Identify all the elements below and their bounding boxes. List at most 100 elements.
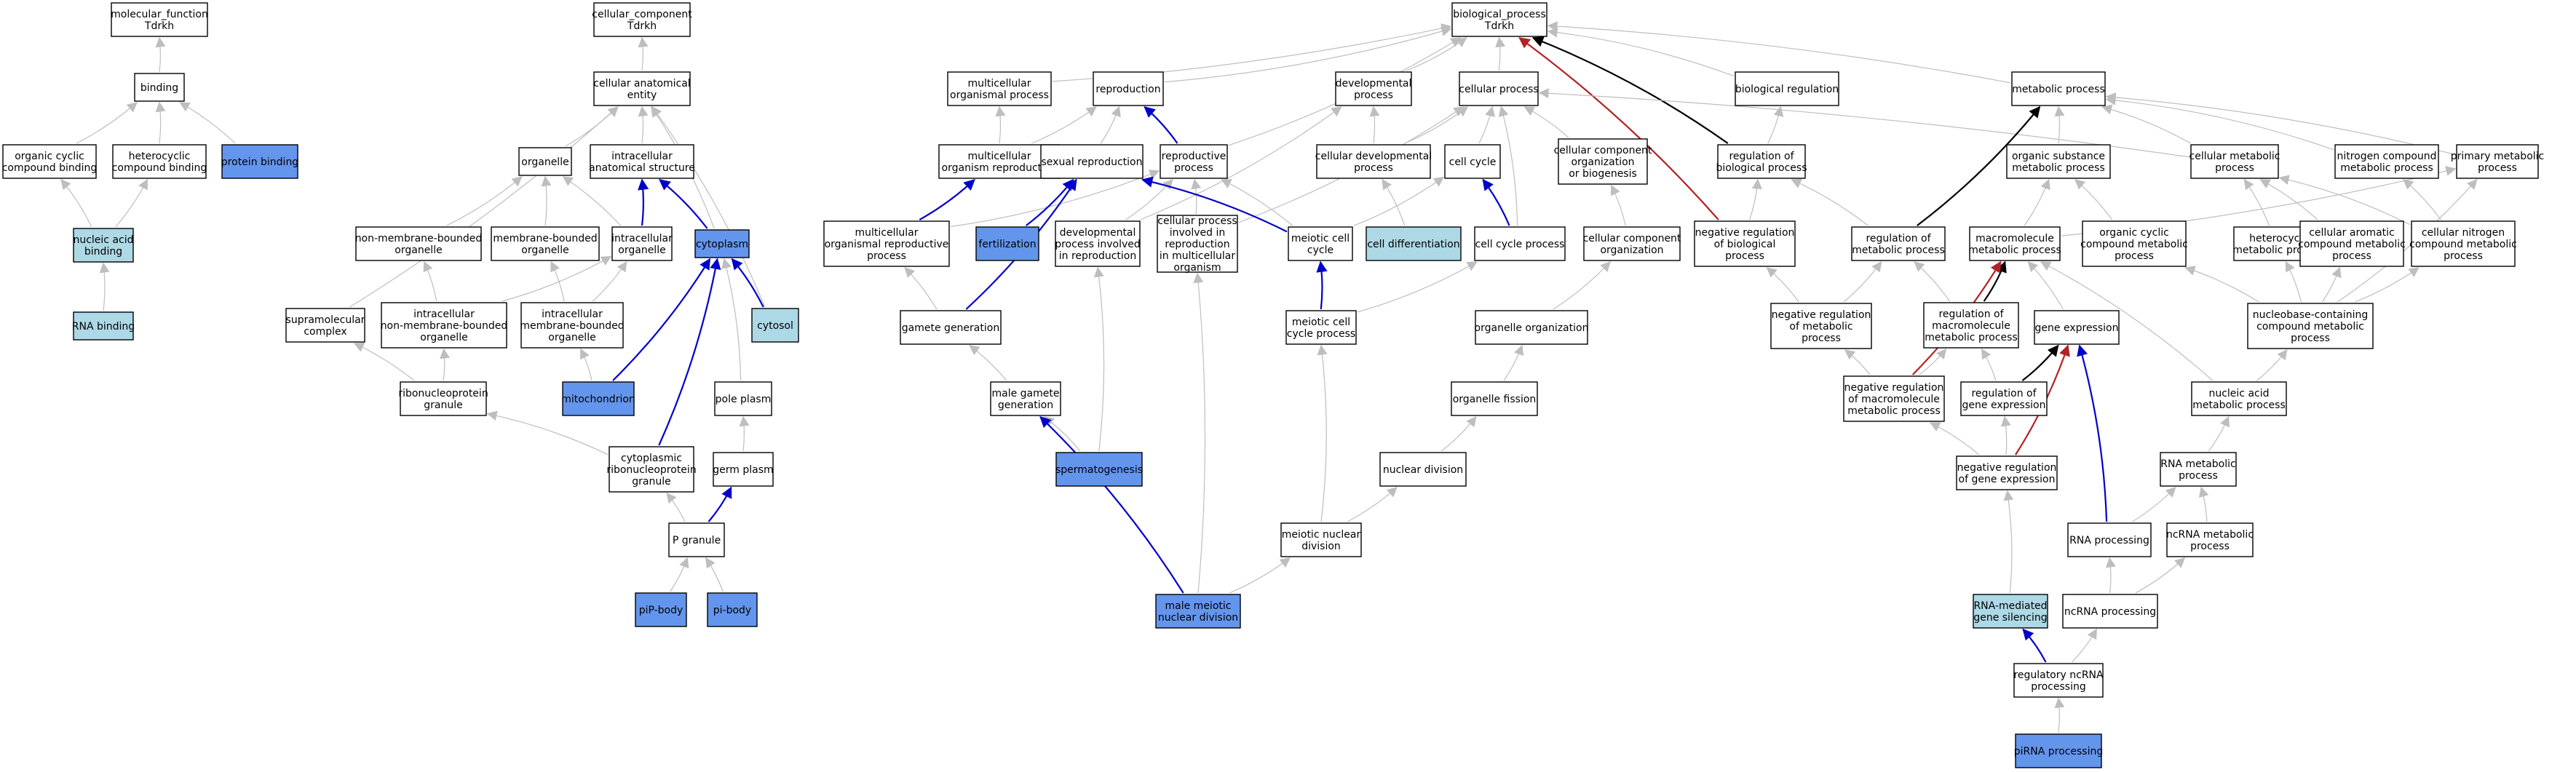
node-orgorg[interactable]: organelle organization: [1475, 310, 1589, 345]
node-metab[interactable]: metabolic process: [2011, 71, 2106, 106]
node-ncrnaproc[interactable]: ncRNA processing: [2062, 594, 2158, 629]
edge-cmp-to-cp: [1538, 88, 2190, 158]
node-nucdiv[interactable]: nuclear division: [1379, 452, 1467, 487]
node-poleplasm[interactable]: pole plasm: [714, 381, 772, 416]
node-ccp[interactable]: cell cycle process: [1474, 226, 1566, 261]
node-label-celldiff-line-0: cell differentiation: [1367, 239, 1459, 250]
node-geneexp[interactable]: gene expression: [2034, 310, 2120, 345]
node-cytosol[interactable]: cytosol: [751, 308, 799, 343]
node-cp[interactable]: cellular process: [1459, 71, 1539, 106]
node-rnab[interactable]: RNA binding: [72, 311, 135, 341]
node-box-sperm: [1055, 452, 1143, 487]
node-binding[interactable]: binding: [134, 73, 185, 102]
edge-mccp-to-mcc: [1316, 260, 1328, 310]
node-label-nab-line-0: nucleic acid: [73, 234, 133, 246]
node-pgranule[interactable]: P granule: [668, 522, 725, 557]
node-box-mor: [938, 144, 1061, 179]
edge-sperm-to-mgg: [1043, 416, 1081, 452]
node-sperm[interactable]: spermatogenesis: [1055, 452, 1143, 487]
node-cellcycle[interactable]: cell cycle: [1444, 144, 1501, 179]
node-label-namp-line-0: nucleic acid: [2208, 388, 2269, 399]
node-pirna[interactable]: piRNA processing: [2014, 733, 2103, 768]
node-pibody[interactable]: pi-body: [707, 592, 758, 627]
node-label-smc-line-1: complex: [304, 326, 346, 338]
node-inmbo[interactable]: intracellularnon-membrane-boundedorganel…: [381, 302, 508, 349]
node-cytoplasm[interactable]: cytoplasm: [694, 229, 750, 258]
node-fert[interactable]: fertilization: [975, 226, 1039, 261]
node-orgfis[interactable]: organelle fission: [1451, 381, 1538, 416]
node-sexrep[interactable]: sexual reproduction: [1040, 144, 1144, 179]
node-protb[interactable]: protein binding: [221, 144, 298, 179]
node-mito[interactable]: mitochondrion: [561, 381, 635, 416]
node-rnaproc[interactable]: RNA processing: [2067, 522, 2152, 557]
edge-hcb-to-binding: [155, 101, 166, 144]
edge-rmmp-to-macmp: [1983, 260, 2007, 302]
edge-cpir-to-repp: [1191, 178, 1202, 215]
node-gamgen[interactable]: gamete generation: [900, 310, 1002, 345]
edge-rnamp-to-namp: [2208, 415, 2230, 452]
node-celldiff[interactable]: cell differentiation: [1366, 226, 1462, 261]
node-box-cmp: [2190, 144, 2279, 179]
node-box-rnab: [73, 311, 134, 341]
node-label-sperm-line-0: spermatogenesis: [1055, 464, 1143, 476]
node-germplasm[interactable]: germ plasm: [713, 452, 774, 487]
node-pipbody[interactable]: piP-body: [635, 592, 687, 627]
node-repro[interactable]: reproduction: [1093, 71, 1164, 106]
edge-regncrna-to-rnamgs: [2022, 628, 2047, 663]
node-breg[interactable]: biological regulation: [1735, 71, 1839, 106]
node-organelle[interactable]: organelle: [518, 147, 572, 176]
